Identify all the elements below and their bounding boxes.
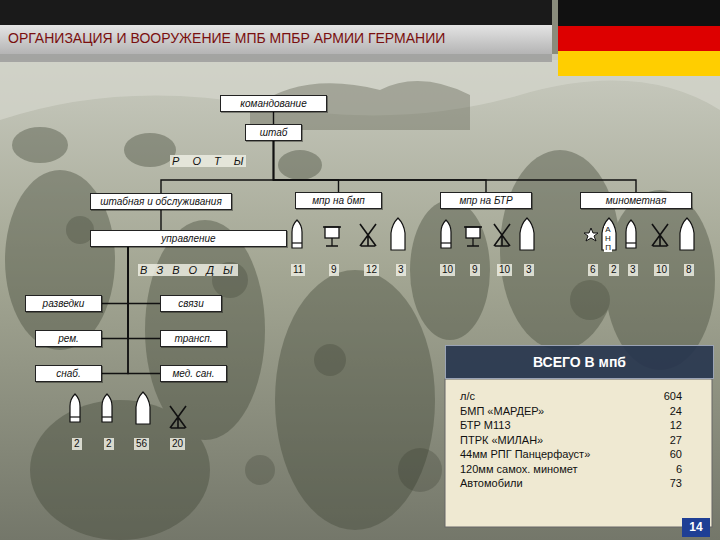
box-label: трансп. — [165, 332, 222, 345]
group-heading: В З В О Д Ы — [138, 264, 238, 276]
table-cell: 6 — [640, 463, 682, 476]
title-band — [0, 25, 552, 54]
box-label: связи — [165, 297, 217, 310]
org-connector — [102, 247, 128, 374]
unit-box: командование — [220, 95, 327, 112]
unit-box: связи — [160, 295, 222, 312]
unit-box: снаб. — [35, 365, 102, 382]
box-label: мпр на бмп — [300, 194, 377, 207]
vehicle-symbol — [464, 227, 482, 246]
count-number: 2 — [72, 438, 82, 450]
table-cell: ПТРК «МИЛАН» — [460, 434, 543, 447]
count-number: 56 — [134, 438, 149, 450]
table-cell: БМП «МАРДЕР» — [460, 405, 544, 418]
org-connector — [274, 141, 637, 192]
count-number: 11 — [291, 264, 305, 276]
antitank-symbol — [360, 224, 376, 246]
table-cell: 120мм самох. миномет — [460, 463, 578, 476]
unit-box: минометная — [580, 192, 692, 209]
count-number: 10 — [654, 264, 669, 276]
org-connector — [274, 141, 339, 192]
unit-box: мпр на БТР — [440, 192, 532, 209]
box-label: штабная и обслуживания — [95, 195, 227, 208]
shell-symbol — [70, 394, 80, 422]
shell-symbol — [680, 218, 694, 250]
unit-box: штаб — [245, 124, 302, 141]
shell-symbol — [520, 218, 534, 250]
unit-box: трансп. — [160, 330, 227, 347]
table-cell: 73 — [640, 477, 682, 490]
shell-symbol — [292, 220, 302, 248]
count-number: 3 — [524, 264, 534, 276]
org-connector — [273, 112, 274, 124]
table-cell: л/с — [460, 390, 475, 403]
antitank-symbol — [170, 406, 186, 428]
german-flag — [558, 0, 720, 76]
table-cell: БТР М113 — [460, 419, 511, 432]
org-connector — [128, 247, 160, 339]
page-number: 14 — [682, 518, 710, 537]
photo-soldiers — [5, 127, 715, 540]
shell-symbol — [391, 218, 405, 250]
table-cell: 27 — [640, 434, 682, 447]
weapon-symbols — [70, 218, 694, 428]
box-label: снаб. — [40, 367, 97, 380]
star-symbol — [584, 228, 598, 241]
shell-symbol — [136, 392, 150, 424]
header-bar — [0, 0, 552, 25]
shell-symbol — [441, 220, 451, 248]
unit-box: разведки — [25, 295, 102, 312]
box-label: ВСЕГО В мпб — [452, 353, 707, 371]
count-number: 6 — [588, 264, 598, 276]
org-connector — [161, 141, 274, 193]
box-label: штаб — [250, 126, 297, 139]
count-number: 2 — [609, 264, 619, 276]
count-number: 9 — [470, 264, 480, 276]
photo-ground — [0, 54, 720, 540]
unit-box: мпр на бмп — [295, 192, 382, 209]
title-strip — [0, 54, 552, 62]
symbol-letters: АНП — [604, 226, 612, 252]
count-number: 3 — [628, 264, 638, 276]
antitank-symbol — [494, 224, 510, 246]
unit-box: рем. — [35, 330, 102, 347]
summary-header: ВСЕГО В мпб — [445, 345, 714, 379]
shell-symbol — [102, 394, 112, 422]
org-connector — [274, 141, 487, 192]
box-label: разведки — [30, 297, 97, 310]
box-label: мпр на БТР — [445, 194, 527, 207]
summary-panel — [445, 379, 712, 527]
table-cell: 24 — [640, 405, 682, 418]
org-connector — [160, 210, 161, 230]
count-number: 10 — [440, 264, 455, 276]
table-cell: 12 — [640, 419, 682, 432]
table-cell: 44мм РПГ Панцерфауст» — [460, 448, 590, 461]
box-label: управление — [95, 232, 282, 245]
org-connector — [102, 247, 128, 304]
vehicle-symbol — [323, 227, 341, 246]
shell-symbol — [626, 220, 636, 248]
count-number: 3 — [396, 264, 406, 276]
group-heading: Р О Т Ы — [170, 155, 246, 167]
count-number: 9 — [329, 264, 339, 276]
org-connector — [102, 247, 128, 339]
count-number: 8 — [684, 264, 694, 276]
table-cell: Автомобили — [460, 477, 523, 490]
box-label: минометная — [585, 194, 687, 207]
count-number: 12 — [364, 264, 379, 276]
count-number: 2 — [104, 438, 114, 450]
unit-box: мед. сан. — [160, 365, 227, 382]
unit-box: штабная и обслуживания — [90, 193, 232, 210]
antitank-symbol — [652, 224, 668, 246]
box-label: рем. — [40, 332, 97, 345]
count-number: 10 — [497, 264, 512, 276]
unit-box: управление — [90, 230, 287, 247]
slide-title: ОРГАНИЗАЦИЯ И ВООРУЖЕНИЕ МПБ МПБР АРМИИ … — [8, 30, 445, 46]
table-cell: 604 — [640, 390, 682, 403]
count-number: 20 — [170, 438, 185, 450]
box-label: командование — [225, 97, 322, 110]
box-label: мед. сан. — [165, 367, 222, 380]
table-cell: 60 — [640, 448, 682, 461]
